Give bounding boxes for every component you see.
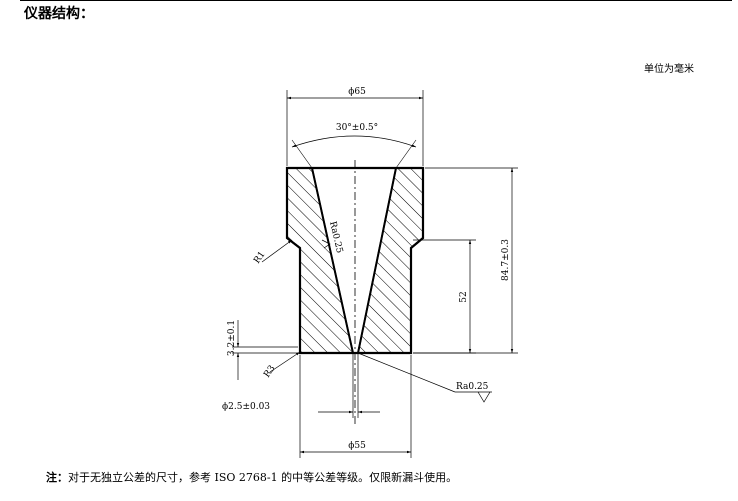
outlet-diameter-label: ϕ2.5±0.03 [222, 402, 270, 412]
header-rule [20, 0, 732, 1]
section-title: 仪器结构： [24, 6, 94, 22]
fillet-bottom-label: R3 [262, 364, 278, 380]
total-height-label: 84.7±0.3 [501, 239, 511, 281]
top-diameter-label: ϕ65 [348, 87, 366, 97]
inner-height-label: 52 [459, 291, 469, 302]
footer-note-label: 注： [46, 471, 68, 484]
unit-note: 单位为毫米 [644, 64, 694, 75]
angle-label: 30°±0.5° [336, 123, 378, 133]
outlet-roughness-label: Ra0.25 [456, 382, 489, 392]
left-wall-section [286, 167, 355, 354]
bottom-diameter-label: ϕ55 [348, 441, 366, 451]
footer-note-text: 对于无独立公差的尺寸，参考 ISO 2768-1 的中等公差等级。仅限新漏斗使用… [68, 471, 458, 484]
footer-note: 注：对于无独立公差的尺寸，参考 ISO 2768-1 的中等公差等级。仅限新漏斗… [46, 469, 457, 485]
fillet-top-label: R1 [252, 250, 267, 266]
step-height-label: 3.2±0.1 [227, 320, 237, 356]
